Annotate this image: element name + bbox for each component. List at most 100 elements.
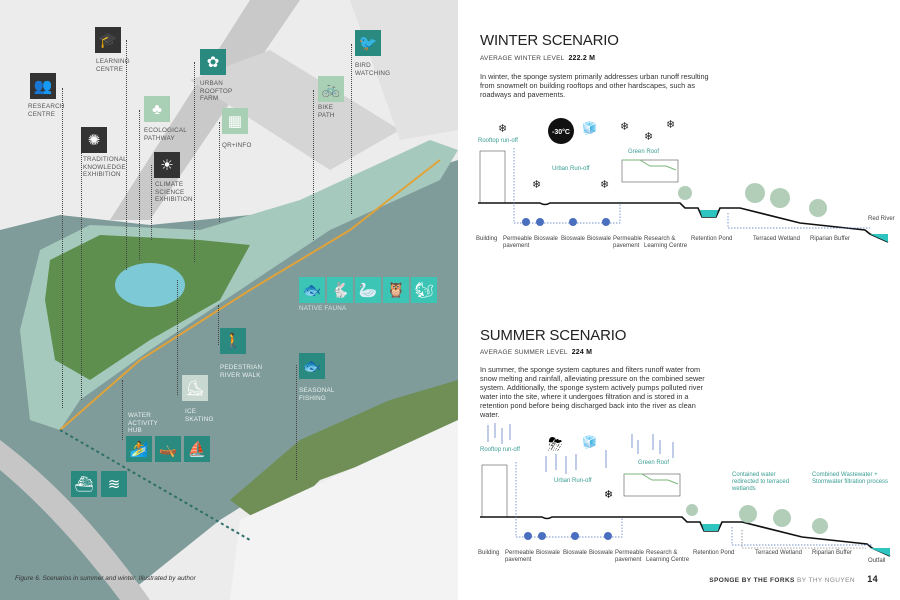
owl-icon: 🦉 xyxy=(383,277,409,303)
label-urban-rooftop-farm: Urban Rooftop Farm xyxy=(200,80,233,102)
winter-level: AVERAGE WINTER LEVEL 222.2 M xyxy=(480,55,595,62)
section-label: Retention Pond xyxy=(691,236,733,242)
outfall-label: Outfall xyxy=(868,558,886,564)
bird-icon: 🐦 xyxy=(355,30,381,56)
neighbourhood xyxy=(230,420,458,600)
section-label: Bioswale xyxy=(561,236,586,242)
rabbit-icon: 🐇 xyxy=(327,277,353,303)
winter-title: WINTER SCENARIO xyxy=(480,32,619,49)
site-plan-map xyxy=(0,0,458,600)
figure-caption: Figure 6. Scenarios in summer and winter… xyxy=(15,575,196,582)
winter-description: In winter, the sponge system primarily a… xyxy=(480,72,709,99)
melting-ice-icon: 🧊 xyxy=(582,121,597,135)
ice-skater-icon: ⛸ xyxy=(182,375,208,401)
section-label: Research & Learning Centre xyxy=(646,550,690,563)
section-label: Bioswale xyxy=(534,236,559,242)
svg-text:❄: ❄ xyxy=(666,119,675,131)
section-label: Bioswale xyxy=(589,550,614,556)
label-native-fauna: Native Fauna xyxy=(299,305,347,312)
temperature-badge xyxy=(548,118,574,144)
section-label: Bioswale xyxy=(536,550,561,556)
label-ecological-pathway: Ecological Pathway xyxy=(144,127,187,142)
bicycle-icon: 🚲 xyxy=(318,76,344,102)
summer-level-label: AVERAGE SUMMER LEVEL xyxy=(480,349,568,356)
section-label: Permeable pavement xyxy=(503,236,533,249)
section-label: Research & Learning Centre xyxy=(644,236,688,249)
qr-code-icon: ▦ xyxy=(222,108,248,134)
hiker-icon: 🚶 xyxy=(220,328,246,354)
label-climate-science: Climate Science Exhibition xyxy=(155,181,193,203)
summer-section-diagram: ⛈ 🧊 ❄ Rooftop run-off Urban Run-off xyxy=(470,420,900,570)
footer-author: BY THY NGUYEN xyxy=(797,577,855,584)
label-learning-centre: Learning Centre xyxy=(96,58,130,73)
page-footer: SPONGE BY THE FORKS BY THY NGUYEN 14 xyxy=(709,574,878,584)
snowflake-icon: ❄ xyxy=(604,489,613,501)
winter-section-graphic: -30°C 🧊 ❄ ❄ ❄ ❄ ❄ ❄ xyxy=(478,118,889,243)
fish-icon: 🐟 xyxy=(299,353,325,379)
section-label: Terraced Wetland xyxy=(755,550,802,556)
pier-icon: ≋ xyxy=(101,471,127,497)
south-bank xyxy=(230,380,458,530)
label-bike-path: Bike Path xyxy=(318,104,335,119)
site-plan-illustration: 🎓 Learning Centre 👥 Research Centre ✿ Ur… xyxy=(0,0,458,600)
boat-icon: ⛴ xyxy=(71,471,97,497)
rooftop-runoff-label: Rooftop run-off xyxy=(480,447,520,453)
winter-level-value: 222.2 M xyxy=(568,55,596,62)
green-roof-label: Green Roof xyxy=(638,460,670,466)
red-river-label: Red River xyxy=(868,216,895,222)
svg-text:❄: ❄ xyxy=(600,179,609,191)
sun-plant-icon: ☀ xyxy=(154,152,180,178)
svg-text:❄: ❄ xyxy=(532,179,541,191)
section-ground xyxy=(480,462,891,557)
ferry-route xyxy=(59,429,251,541)
label-qr-info: QR+Info xyxy=(222,142,252,149)
park-wetland xyxy=(45,235,250,380)
bridge-road xyxy=(0,440,150,600)
melting-ice-icon: 🧊 xyxy=(582,435,597,449)
section-label: Retention Pond xyxy=(693,550,735,556)
label-bird-watching: Bird Watching xyxy=(355,62,391,77)
section-label: Permeable pavement xyxy=(505,550,535,563)
section-label: Permeable pavement xyxy=(613,236,643,249)
section-ground xyxy=(478,148,889,243)
summer-level: AVERAGE SUMMER LEVEL 224 M xyxy=(480,349,592,356)
squirrel-icon: 🐿 xyxy=(411,277,437,303)
summer-section-graphic: ⛈ 🧊 ❄ xyxy=(480,423,891,557)
section-label: Building xyxy=(476,236,498,242)
section-label: Bioswale xyxy=(563,550,588,556)
scenario-page: WINTER SCENARIO AVERAGE WINTER LEVEL 222… xyxy=(458,0,900,600)
label-seasonal-fishing: Seasonal Fishing xyxy=(299,387,335,402)
urban-runoff-label: Urban Run-off xyxy=(554,478,592,484)
winter-section-diagram: -30°C 🧊 ❄ ❄ ❄ ❄ ❄ ❄ Rooftop run-off Urban Run… xyxy=(470,118,900,258)
label-ice-skating: Ice Skating xyxy=(185,408,214,423)
label-pedestrian-river-walk: Pedestrian River Walk xyxy=(220,364,263,379)
summer-level-value: 224 M xyxy=(571,349,593,356)
svg-text:❄: ❄ xyxy=(644,131,653,143)
rooftop-runoff-label: Rooftop run-off xyxy=(478,138,518,144)
snowflake-icons: ❄ ❄ ❄ ❄ ❄ ❄ xyxy=(498,119,675,191)
svg-text:❄: ❄ xyxy=(620,121,629,133)
leaf-fork-knife-icon: ✿ xyxy=(200,49,226,75)
goose-icon: 🦢 xyxy=(355,277,381,303)
section-label: Terraced Wetland xyxy=(753,236,800,242)
summer-title: SUMMER SCENARIO xyxy=(480,327,627,344)
urban-runoff-label: Urban Run-off xyxy=(552,166,590,172)
pond xyxy=(115,263,185,307)
section-label: Bioswale xyxy=(587,236,612,242)
graduation-cap-icon: 🎓 xyxy=(95,27,121,53)
storm-cloud-icon: ⛈ xyxy=(548,434,562,454)
svg-text:❄: ❄ xyxy=(498,123,507,135)
riverbank-trees xyxy=(20,140,458,430)
building-block xyxy=(190,50,400,170)
waterskiing-icon: 🏄 xyxy=(126,436,152,462)
trees-icon: ♣ xyxy=(144,96,170,122)
temperature-text: -30°C xyxy=(552,128,570,136)
label-traditional-knowledge: Traditional Knowledge Exhibition xyxy=(83,156,127,178)
section-label: Riparian Buffer xyxy=(810,236,850,242)
section-label: Riparian Buffer xyxy=(812,550,852,556)
footer-title: SPONGE BY THE FORKS xyxy=(709,577,795,584)
contained-water-label: Contained water redirected to terraced w… xyxy=(732,472,790,492)
fish-icon: 🐟 xyxy=(299,277,325,303)
windsurf-icon: ⛵ xyxy=(184,436,210,462)
green-roof-label: Green Roof xyxy=(628,149,660,155)
